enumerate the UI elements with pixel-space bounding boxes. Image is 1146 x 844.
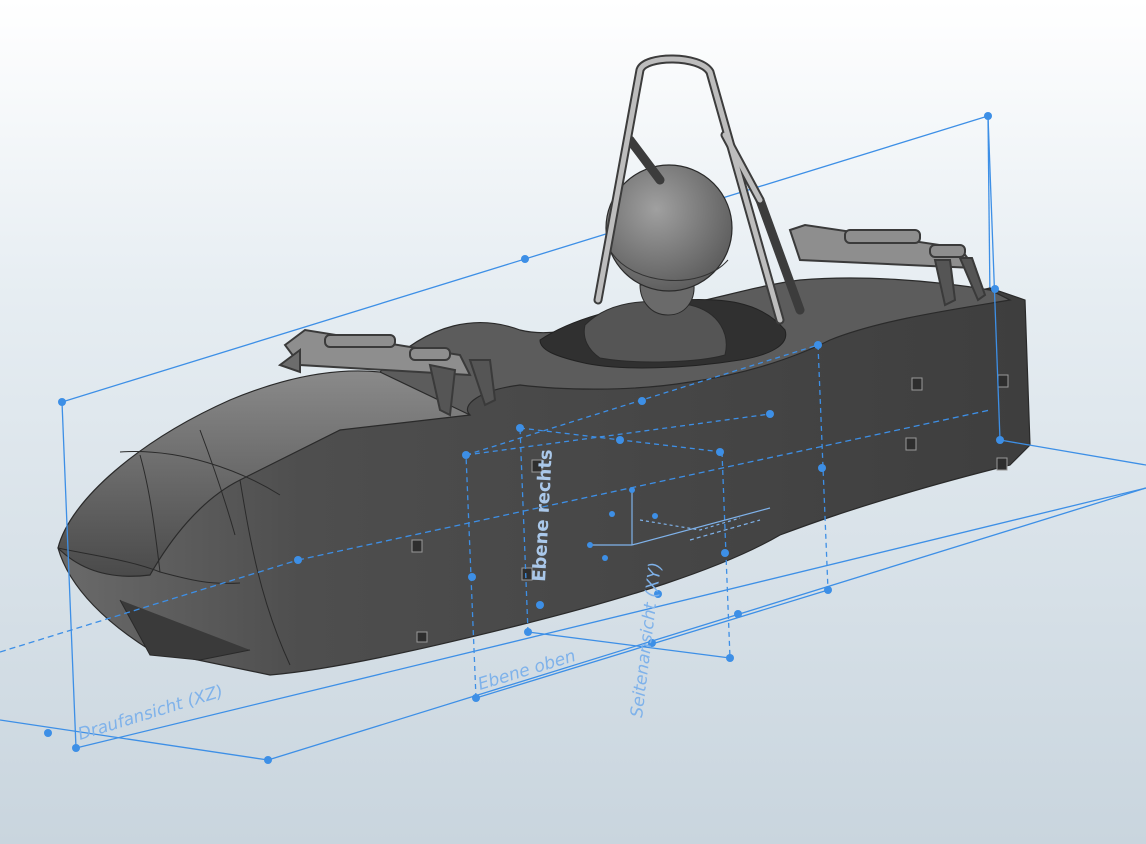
plane-handles[interactable] — [44, 112, 1004, 764]
front-suspension — [277, 328, 497, 417]
plane-top-view[interactable] — [0, 115, 1146, 749]
driver-helmet — [605, 164, 733, 292]
car-nose[interactable] — [57, 370, 472, 577]
rear-suspension — [788, 223, 987, 307]
origin-triad — [590, 490, 771, 546]
car-model[interactable] — [57, 54, 1031, 676]
label-plane-top[interactable]: Ebene oben — [476, 646, 578, 695]
label-top-view[interactable]: Draufansicht (XZ) — [76, 682, 226, 745]
